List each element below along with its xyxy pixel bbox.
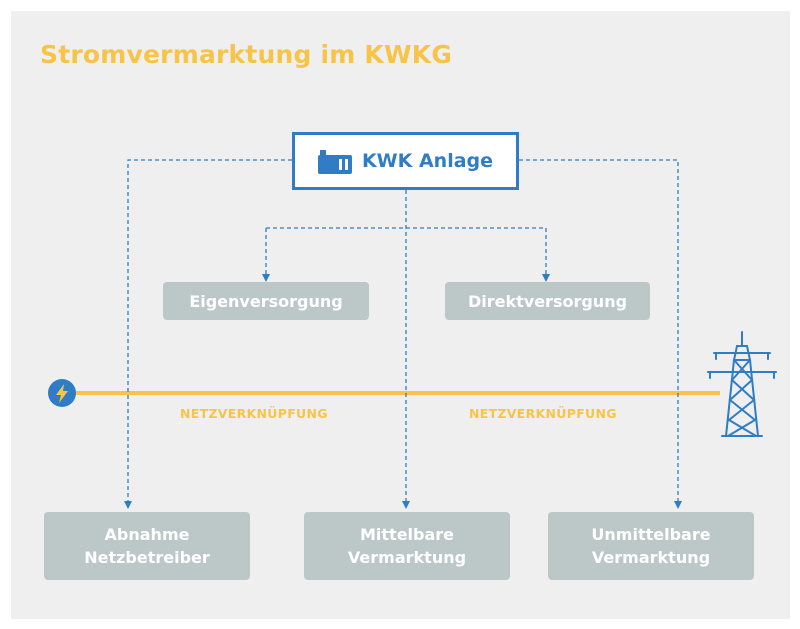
power-plant-icon — [317, 150, 352, 174]
abnahme-line-2: Netzbetreiber — [84, 548, 210, 567]
kwk-anlage-node: KWK Anlage — [292, 132, 519, 190]
lightning-icon — [48, 379, 76, 407]
eigenversorgung-box: Eigenversorgung — [163, 282, 369, 320]
kwk-anlage-label: KWK Anlage — [361, 150, 494, 172]
direktversorgung-label: Direktversorgung — [467, 291, 628, 311]
mittelbare-line-2: Vermarktung — [347, 548, 467, 567]
abnahme-netzbetreiber-box: Abnahme Netzbetreiber — [44, 512, 250, 580]
abnahme-line-1: Abnahme — [104, 525, 190, 544]
power-pylon-icon — [707, 331, 777, 437]
grid-label-left: NETZVERKNÜPFUNG — [180, 406, 328, 421]
unmittelbare-line-1: Unmittelbare — [591, 525, 711, 544]
mittelbare-vermarktung-box: Mittelbare Vermarktung — [304, 512, 510, 580]
connector-unmittelbare — [519, 159, 682, 509]
unmittelbare-vermarktung-box: Unmittelbare Vermarktung — [548, 512, 754, 580]
diagram-title: Stromvermarktung im KWKG — [40, 40, 453, 69]
mittelbare-line-1: Mittelbare — [359, 525, 455, 544]
unmittelbare-line-2: Vermarktung — [591, 548, 711, 567]
direktversorgung-box: Direktversorgung — [445, 282, 650, 320]
grid-label-right: NETZVERKNÜPFUNG — [469, 406, 617, 421]
connector-netzbetreiber — [124, 159, 292, 509]
eigenversorgung-label: Eigenversorgung — [189, 291, 343, 311]
